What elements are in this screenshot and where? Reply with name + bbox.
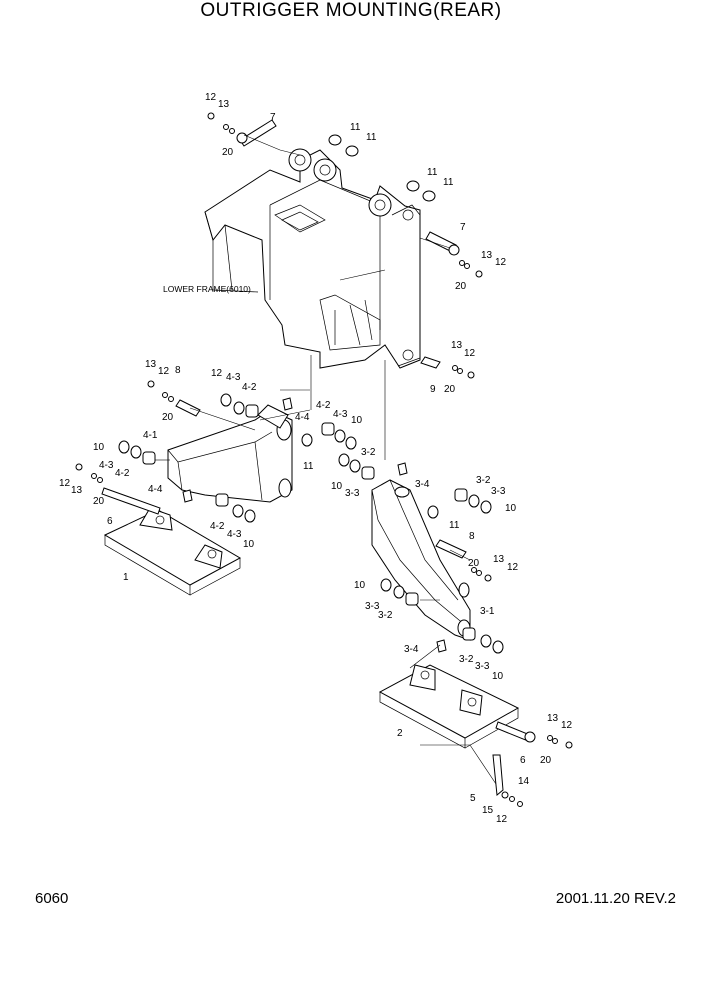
callout-3-3: 3-3 <box>365 601 380 612</box>
callout-13: 13 <box>493 554 505 565</box>
callout-13: 13 <box>218 99 230 110</box>
callout-20: 20 <box>455 281 467 292</box>
callout-3-3: 3-3 <box>491 486 506 497</box>
leader-lines <box>155 134 471 669</box>
callout-2: 2 <box>397 728 403 739</box>
callout-10: 10 <box>351 415 363 426</box>
callout-4-2: 4-2 <box>242 382 257 393</box>
callout-12: 12 <box>495 257 507 268</box>
callout-12: 12 <box>561 720 573 731</box>
callout-10: 10 <box>505 503 517 514</box>
callout-11: 11 <box>427 167 438 178</box>
pins <box>101 119 536 796</box>
callout-5: 5 <box>470 793 476 804</box>
callout-20: 20 <box>222 147 234 158</box>
callout-10: 10 <box>243 539 255 550</box>
callout-3-3: 3-3 <box>345 488 360 499</box>
callout-4-1: 4-1 <box>143 430 158 441</box>
callout-7: 7 <box>270 112 276 123</box>
callout-13: 13 <box>547 713 559 724</box>
callout-3-2: 3-2 <box>378 610 393 621</box>
callout-11: 11 <box>449 520 460 531</box>
callout-20: 20 <box>444 384 456 395</box>
callout-4-3: 4-3 <box>226 372 241 383</box>
left-bracket-4-1 <box>167 404 293 503</box>
callout-3-2: 3-2 <box>459 654 474 665</box>
callout-8: 8 <box>469 531 475 542</box>
callout-13: 13 <box>145 359 157 370</box>
callout-1: 1 <box>123 572 129 583</box>
callout-20: 20 <box>468 558 480 569</box>
callout-4-4: 4-4 <box>148 484 163 495</box>
callout-3-4: 3-4 <box>415 479 430 490</box>
page-title: OUTRIGGER MOUNTING(REAR) <box>200 0 502 21</box>
callout-4-2: 4-2 <box>210 521 225 532</box>
callout-11: 11 <box>350 122 361 133</box>
callout-12: 12 <box>205 92 217 103</box>
callout-3-3: 3-3 <box>475 661 490 672</box>
callout-4-2: 4-2 <box>115 468 130 479</box>
callout-9: 9 <box>430 384 436 395</box>
outrigger-pad-1 <box>103 507 242 596</box>
callout-12: 12 <box>158 366 170 377</box>
bushings-and-washers <box>118 134 504 654</box>
callout-10: 10 <box>331 481 343 492</box>
callout-4-2: 4-2 <box>316 400 331 411</box>
callout-4-3: 4-3 <box>99 460 114 471</box>
callout-12: 12 <box>507 562 519 573</box>
callout-6: 6 <box>107 516 113 527</box>
callout-4-4: 4-4 <box>295 412 310 423</box>
callout-20: 20 <box>93 496 105 507</box>
callout-10: 10 <box>354 580 366 591</box>
callout-10: 10 <box>93 442 105 453</box>
small-hardware <box>75 112 573 807</box>
callout-4-3: 4-3 <box>333 409 348 420</box>
callout-12: 12 <box>59 478 71 489</box>
callout-20: 20 <box>162 412 174 423</box>
callout-12: 12 <box>211 368 223 379</box>
callout-12: 12 <box>464 348 476 359</box>
callout-4-3: 4-3 <box>227 529 242 540</box>
outrigger-pad-2 <box>378 664 520 791</box>
callout-3-1: 3-1 <box>480 606 495 617</box>
callout-6: 6 <box>520 755 526 766</box>
callout-8: 8 <box>175 365 181 376</box>
callout-13: 13 <box>71 485 83 496</box>
callout-20: 20 <box>540 755 552 766</box>
revision-label: 2001.11.20 REV.2 <box>555 890 676 907</box>
page-number: 6060 <box>35 890 69 907</box>
callout-3-2: 3-2 <box>476 475 491 486</box>
callout-7: 7 <box>460 222 466 233</box>
callout-13: 13 <box>481 250 493 261</box>
callout-3-2: 3-2 <box>361 447 376 458</box>
callout-12: 12 <box>496 814 508 825</box>
part-callouts: 12 13 20 7 11 11 11 11 7 13 12 20 13 12 … <box>59 92 573 825</box>
callout-15: 15 <box>482 805 494 816</box>
callout-11: 11 <box>303 461 314 472</box>
lower-frame <box>204 148 421 460</box>
callout-10: 10 <box>492 671 504 682</box>
callout-13: 13 <box>451 340 463 351</box>
callout-11: 11 <box>443 177 454 188</box>
callout-11: 11 <box>366 132 377 143</box>
callout-14: 14 <box>518 776 530 787</box>
callout-3-4: 3-4 <box>404 644 419 655</box>
right-bracket-3-1 <box>371 479 471 641</box>
frame-label: LOWER FRAME(6010) <box>163 284 251 294</box>
